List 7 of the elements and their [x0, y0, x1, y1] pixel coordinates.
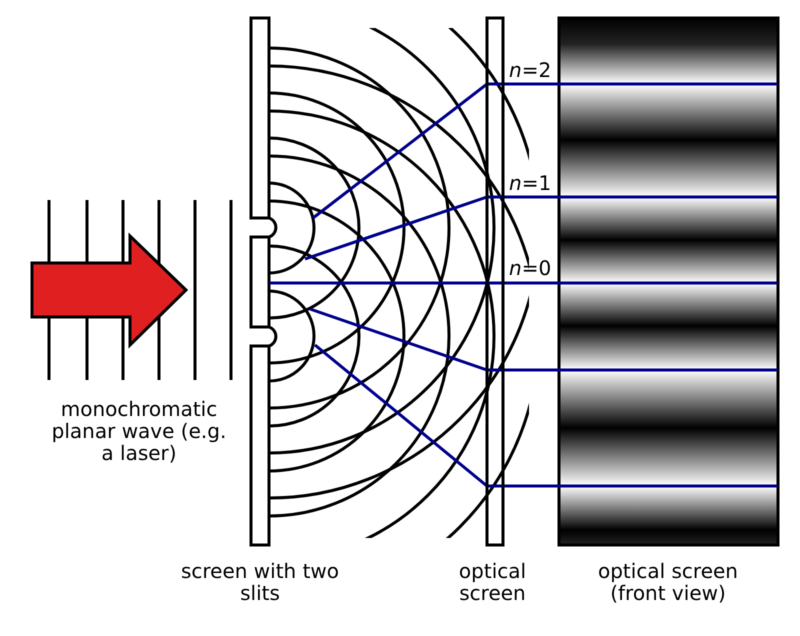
- slit-screen-caption: screen with two slits: [180, 560, 340, 604]
- front-view-caption: optical screen (front view): [597, 560, 739, 604]
- wave-caption: monochromatic planar wave (e.g. a laser): [50, 398, 228, 464]
- order-label: n=1: [509, 172, 552, 194]
- screen-caption: optical screen: [458, 560, 528, 604]
- order-label: n=0: [509, 257, 552, 279]
- order-label: n=2: [509, 59, 552, 81]
